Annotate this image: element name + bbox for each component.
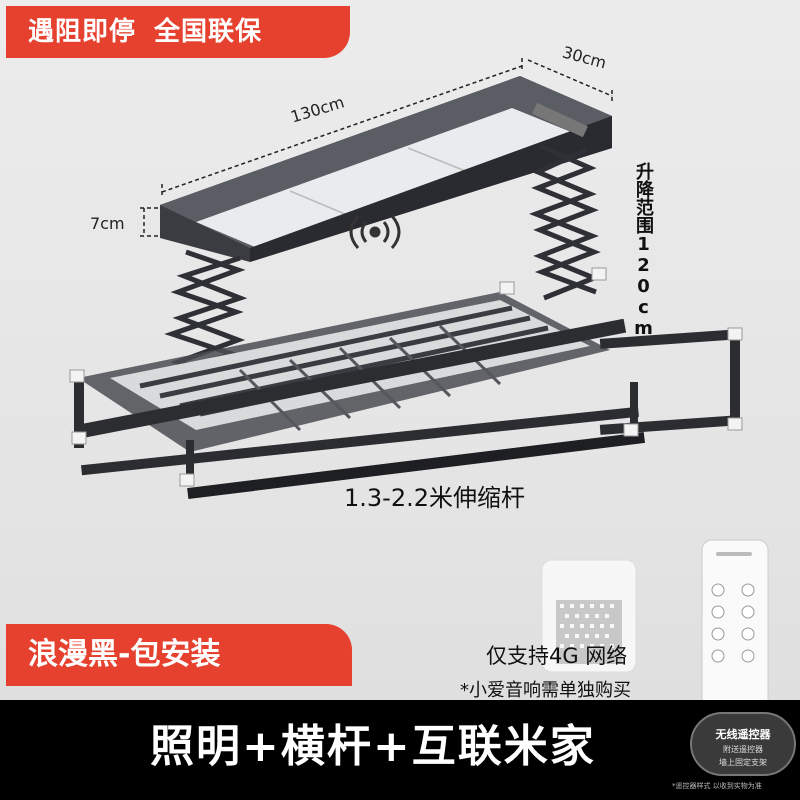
- ceiling-unit: [160, 76, 612, 262]
- network-note: 仅支持4G 网络: [486, 644, 628, 668]
- dimension-guides: [140, 58, 613, 237]
- sensor-icon: [349, 215, 401, 249]
- footnote: *遥控器样式 以收到实物为准: [672, 782, 762, 790]
- speaker-note: *小爱音响需单独购买: [460, 680, 631, 701]
- remote-control-image: [701, 539, 769, 711]
- remote-badge-line1: 附送遥控器: [723, 745, 763, 754]
- rack-frame: [73, 292, 639, 476]
- remote-badge: 无线遥控器 附送遥控器 墙上固定支架: [690, 712, 796, 776]
- remote-badge-title: 无线遥控器: [715, 728, 771, 741]
- feature-stop-on-obstacle: 遇阻即停: [28, 17, 137, 47]
- feature-banner: 遇阻即停全国联保: [6, 6, 350, 58]
- bottom-bar: [0, 700, 800, 800]
- color-option-banner: 浪漫黑-包安装: [6, 624, 352, 686]
- remote-badge-line2: 墙上固定支架: [719, 758, 767, 767]
- telescopic-rods: [69, 267, 743, 499]
- lift-range-label: 升降范围120cm: [633, 162, 654, 339]
- feature-title: 照明+横杆+互联米家: [150, 721, 596, 772]
- speaker-image: [541, 559, 637, 673]
- feature-warranty: 全国联保: [154, 17, 263, 47]
- rod-caption: 1.3-2.2米伸缩杆: [344, 484, 525, 512]
- height-dimension: 7cm: [90, 214, 125, 233]
